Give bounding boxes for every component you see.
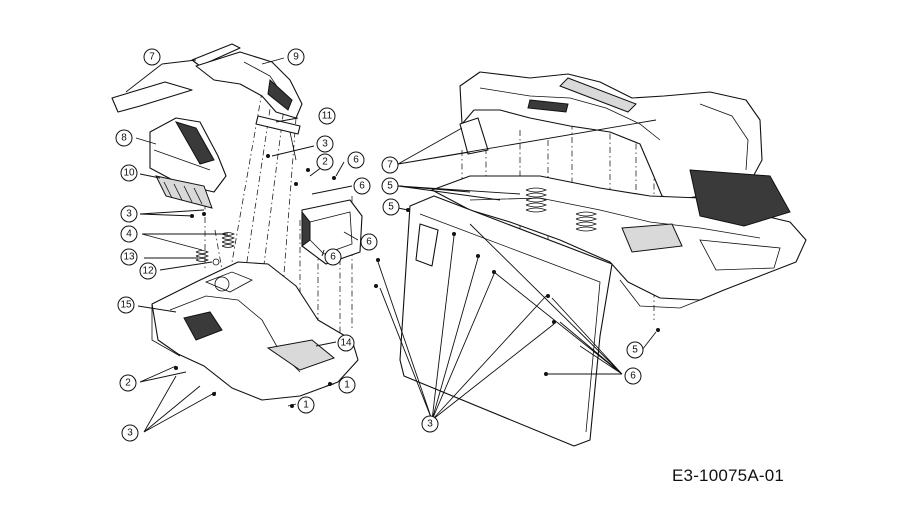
svg-text:14: 14 bbox=[340, 338, 352, 349]
callout-6-mid: 6 bbox=[353, 177, 371, 195]
svg-text:6: 6 bbox=[330, 252, 336, 263]
callout-9: 9 bbox=[287, 48, 305, 66]
rear-fender-body bbox=[459, 71, 763, 201]
vent-grille-part-10 bbox=[155, 175, 213, 209]
svg-text:7: 7 bbox=[387, 160, 393, 171]
svg-text:11: 11 bbox=[322, 111, 333, 122]
svg-text:10: 10 bbox=[123, 168, 135, 179]
callout-5-upper: 5 bbox=[381, 177, 399, 195]
svg-text:2: 2 bbox=[322, 157, 328, 168]
springs-part-4-13 bbox=[195, 232, 235, 266]
callout-7-right: 7 bbox=[381, 156, 399, 174]
callout-13: 13 bbox=[120, 248, 138, 266]
callout-6-tray-bottom: 6 bbox=[324, 248, 342, 266]
svg-text:4: 4 bbox=[126, 229, 132, 240]
callout-15: 15 bbox=[117, 296, 135, 314]
callout-3-bottom-left: 3 bbox=[121, 424, 139, 442]
drawing-reference-number: E3-10075A-01 bbox=[672, 466, 785, 485]
callout-6-upper: 6 bbox=[347, 151, 365, 169]
callout-7-left: 7 bbox=[143, 48, 161, 66]
svg-text:1: 1 bbox=[303, 400, 309, 411]
body-housing-part-15 bbox=[151, 261, 359, 401]
svg-text:6: 6 bbox=[366, 237, 372, 248]
callout-12: 12 bbox=[139, 262, 157, 280]
svg-text:5: 5 bbox=[632, 345, 638, 356]
callout-5-right: 5 bbox=[626, 341, 644, 359]
callout-3-upper: 3 bbox=[316, 135, 334, 153]
callout-10: 10 bbox=[120, 164, 138, 182]
callout-5-middle: 5 bbox=[382, 198, 400, 216]
callout-2-upper: 2 bbox=[316, 153, 334, 171]
callout-3-bottom-right: 3 bbox=[421, 415, 439, 433]
svg-text:15: 15 bbox=[120, 300, 132, 311]
svg-text:2: 2 bbox=[125, 378, 131, 389]
svg-text:5: 5 bbox=[388, 202, 394, 213]
svg-text:5: 5 bbox=[387, 181, 393, 192]
callout-1-right: 1 bbox=[338, 376, 356, 394]
callout-8: 8 bbox=[115, 129, 133, 147]
callout-1-bottom: 1 bbox=[297, 396, 315, 414]
tray-part-6 bbox=[301, 199, 363, 265]
svg-text:3: 3 bbox=[126, 209, 132, 220]
svg-text:7: 7 bbox=[149, 52, 155, 63]
svg-text:12: 12 bbox=[142, 266, 154, 277]
callout-4: 4 bbox=[120, 225, 138, 243]
seat-springs bbox=[525, 187, 598, 232]
callout-11: 11 bbox=[318, 107, 336, 125]
callout-6-right: 6 bbox=[624, 367, 642, 385]
bracket-part-11 bbox=[255, 115, 301, 161]
leader-lines bbox=[125, 57, 657, 433]
svg-text:9: 9 bbox=[293, 52, 299, 63]
callout-6-tray-right: 6 bbox=[360, 233, 378, 251]
svg-text:6: 6 bbox=[630, 371, 636, 382]
svg-text:3: 3 bbox=[322, 139, 328, 150]
callout-14: 14 bbox=[337, 334, 355, 352]
svg-text:1: 1 bbox=[344, 380, 350, 391]
svg-text:6: 6 bbox=[359, 181, 365, 192]
svg-text:8: 8 bbox=[121, 133, 127, 144]
front-panel-plate bbox=[399, 195, 613, 447]
callout-2-lower: 2 bbox=[119, 374, 137, 392]
svg-text:13: 13 bbox=[123, 252, 135, 263]
callout-3-left: 3 bbox=[120, 205, 138, 223]
trim-strip-part-7 bbox=[111, 43, 241, 113]
fender-cover-part-9 bbox=[195, 51, 303, 119]
svg-text:3: 3 bbox=[427, 419, 433, 430]
floor-pan bbox=[431, 169, 807, 309]
dash-panel-part-8 bbox=[149, 117, 227, 193]
svg-text:6: 6 bbox=[353, 155, 359, 166]
svg-text:3: 3 bbox=[127, 428, 133, 439]
